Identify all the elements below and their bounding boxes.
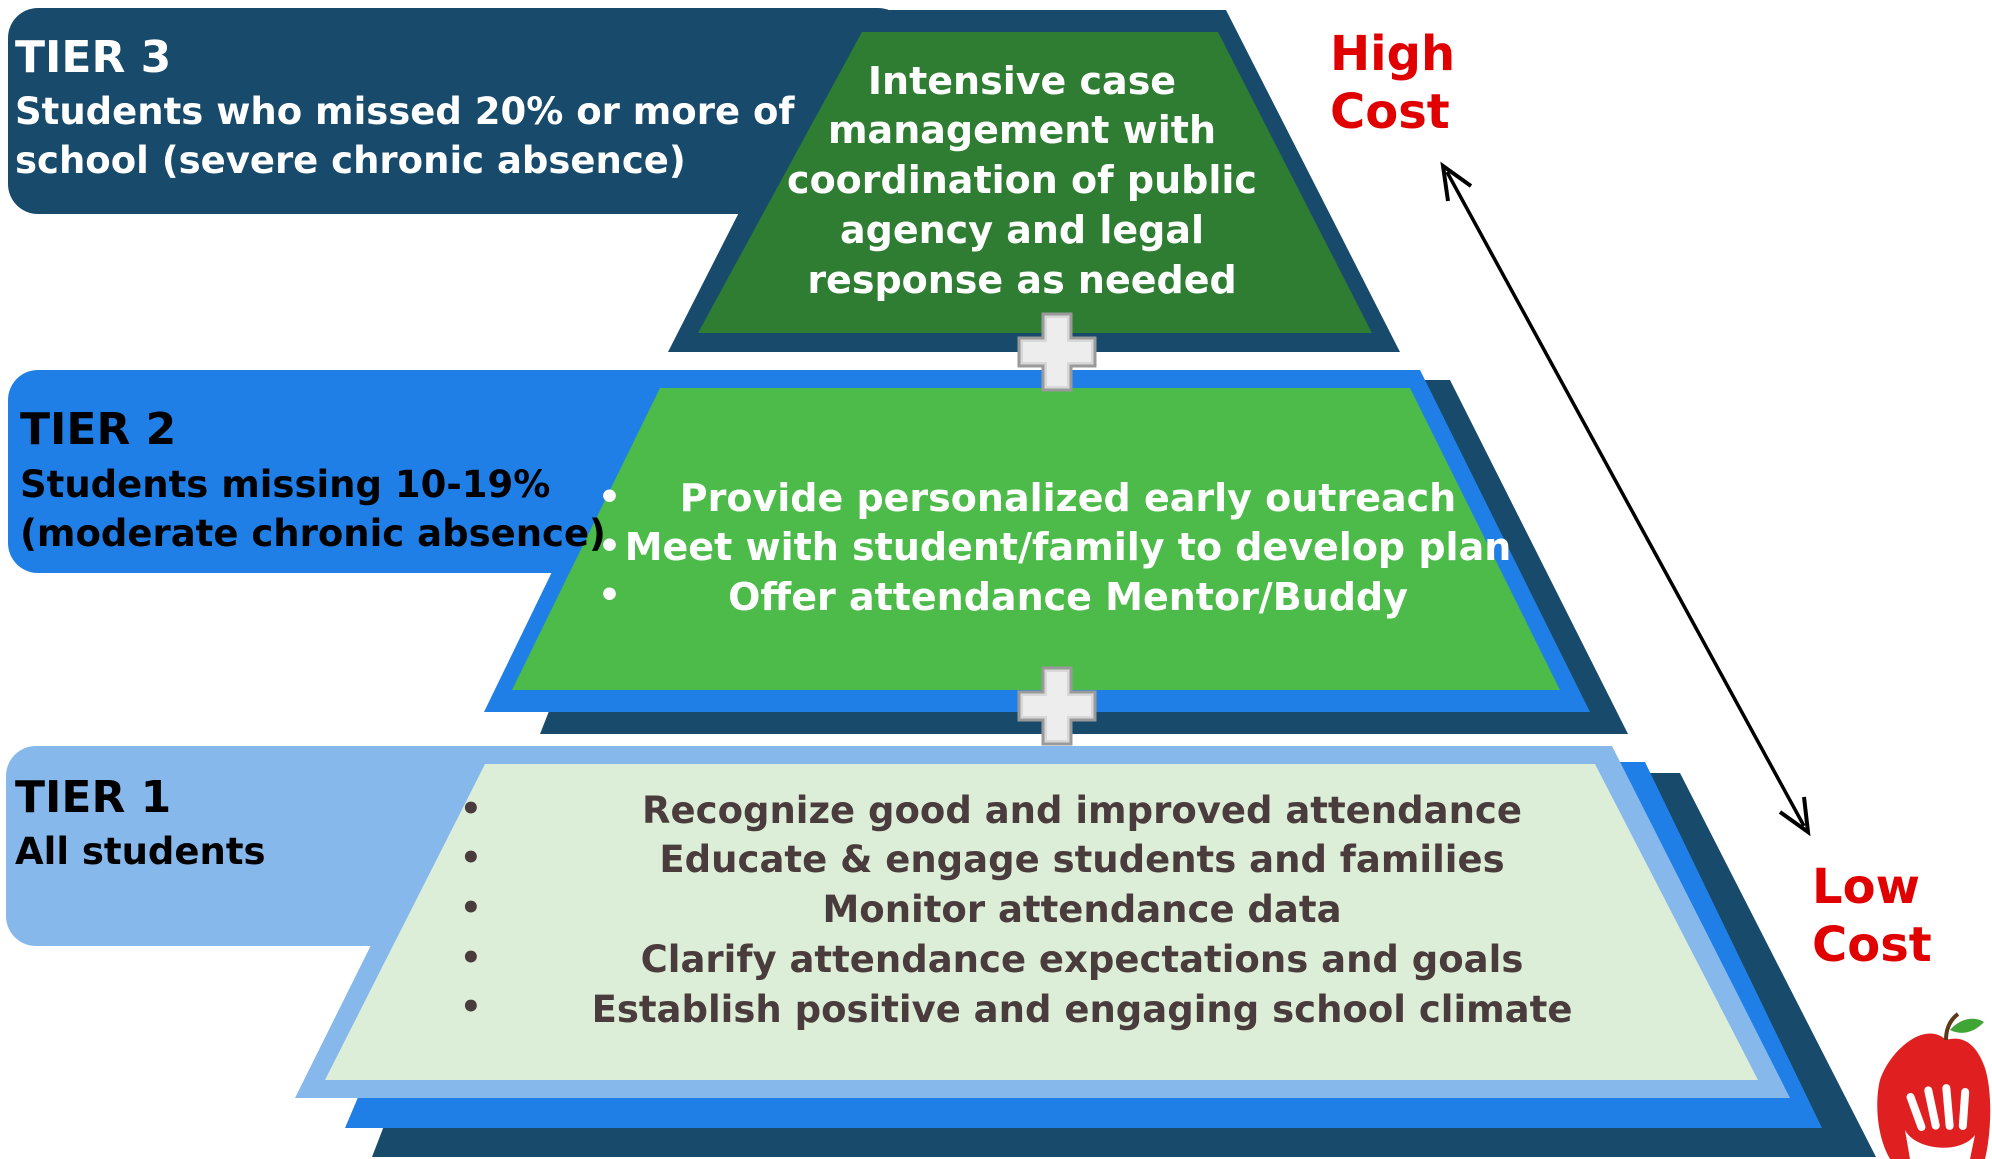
tier3-group: TIER 3 Students who missed 20% or more o… <box>8 8 1400 352</box>
tier1-intervention-line: Monitor attendance data <box>822 888 1341 931</box>
tier2-intervention-line: Meet with student/family to develop plan <box>625 525 1512 569</box>
apple-hand-logo-icon <box>1877 1012 1991 1159</box>
tier3-title: TIER 3 <box>15 32 171 83</box>
tier3-trapezoid <box>698 32 1372 333</box>
double-arrow-icon <box>1440 161 1811 837</box>
tier1-intervention-line: Establish positive and engaging school c… <box>592 988 1573 1031</box>
tier1-group: TIER 1 All students • • • • • Recognize … <box>6 746 1876 1157</box>
tier3-description-line: school (severe chronic absence) <box>15 139 686 182</box>
tier1-trapezoid <box>325 764 1758 1080</box>
tier2-bullet: • <box>598 575 621 616</box>
tier1-title: TIER 1 <box>15 772 171 823</box>
tier1-bullet: • <box>460 888 482 928</box>
tier1-intervention-line: Recognize good and improved attendance <box>642 789 1522 832</box>
plus-icon <box>1017 666 1097 746</box>
tier1-bullet: • <box>460 838 482 878</box>
high-cost-label-line: High <box>1330 26 1455 82</box>
tier1-bullet: • <box>460 789 482 829</box>
tier2-intervention-line: Provide personalized early outreach <box>680 476 1456 520</box>
tier3-description-line: Students who missed 20% or more of <box>15 90 795 133</box>
tier2-trapezoid <box>512 388 1560 690</box>
tier2-label-box <box>8 370 688 573</box>
tier2-bullet: • <box>598 477 621 518</box>
high-cost-label-line: Cost <box>1330 84 1450 140</box>
tier2-title: TIER 2 <box>20 404 176 455</box>
tier3-intervention-line: response as needed <box>807 258 1236 302</box>
tier2-bullet: • <box>598 526 621 567</box>
tier1-description-line: All students <box>15 830 266 873</box>
low-cost-label-line: Cost <box>1812 917 1932 973</box>
low-cost-label-line: Low <box>1812 859 1920 915</box>
tier1-intervention-line: Educate & engage students and families <box>659 838 1504 881</box>
tier2-group: TIER 2 Students missing 10-19% (moderate… <box>8 370 1628 734</box>
plus-icon <box>1017 312 1097 392</box>
tier2-intervention-line: Offer attendance Mentor/Buddy <box>728 575 1408 619</box>
tier3-intervention-line: management with <box>828 108 1216 152</box>
tier1-bullet: • <box>460 987 482 1027</box>
tier1-bullet: • <box>460 938 482 978</box>
tier3-intervention-line: agency and legal <box>840 208 1204 252</box>
cost-scale: High Cost Low Cost <box>1330 26 1932 973</box>
tier1-intervention-line: Clarify attendance expectations and goal… <box>641 938 1524 981</box>
tier3-label-box <box>8 8 908 214</box>
tier2-description-line: (moderate chronic absence) <box>20 512 606 555</box>
tier2-description-line: Students missing 10-19% <box>20 463 550 506</box>
tier3-intervention-line: Intensive case <box>868 59 1176 103</box>
tier3-intervention-line: coordination of public <box>787 158 1257 202</box>
